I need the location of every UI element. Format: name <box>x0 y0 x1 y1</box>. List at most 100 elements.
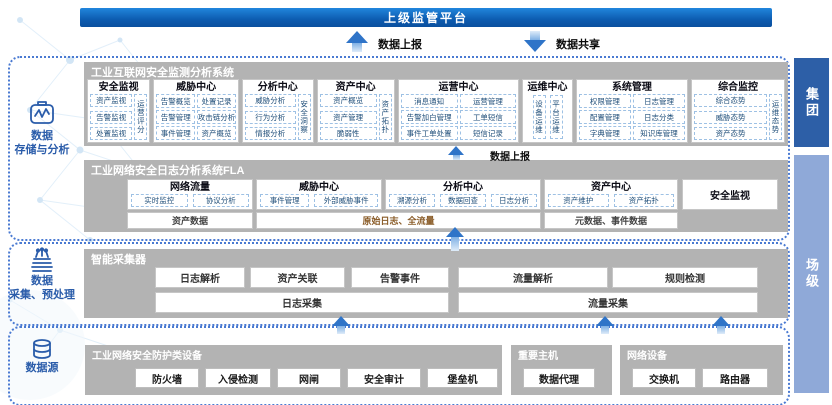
feature-chip: 平台运维 <box>549 95 563 139</box>
fla-module-asset-center: 资产中心 资产维护 资产拓扑 <box>544 179 678 210</box>
collector-cell-log-collect: 日志采集 <box>155 292 449 313</box>
up-arrow-icon <box>332 316 350 334</box>
feature-chip: 资产概览 <box>197 126 236 140</box>
module-threat-center: 威胁中心 告警概览 处置记录 告警管理 攻击链分析 事件管理 资产概览 <box>153 79 239 143</box>
data-report-label: 数据上报 <box>378 39 422 51</box>
module-system-management: 系统管理 权限管理 日志管理 配置管理 日志分类 字典管理 知识库管理 <box>575 79 689 143</box>
feature-chip: 日志分类 <box>632 110 686 124</box>
level-bar-site: 场级 <box>794 155 829 393</box>
monitor-analysis-system: 工业互联网安全监测分析系统 安全监视 资产监视 告警监视 处置监视 运营评分 威… <box>84 62 788 146</box>
feature-chip: 溯源分析 <box>389 194 435 207</box>
feature-chip: 告警概览 <box>156 94 196 108</box>
group-title: 工业网络安全防护类设备 <box>92 351 202 362</box>
device-router: 路由器 <box>702 368 768 388</box>
layer-label-collect: 数据 采集、预处理 <box>9 275 75 301</box>
feature-chip: 行为分析 <box>244 110 296 124</box>
up-arrow-icon <box>712 316 730 334</box>
fla-foot-raw-logs: 原始日志、全流量 <box>256 212 541 229</box>
collector-cell: 流量解析 <box>458 267 608 288</box>
feature-chip: 资产监视 <box>90 94 133 107</box>
group-title: 重要主机 <box>518 351 558 362</box>
feature-chip: 设备运维 <box>532 95 546 139</box>
system-title: 智能采集器 <box>91 254 146 266</box>
data-share-label: 数据共享 <box>556 39 600 51</box>
device-security-audit: 安全审计 <box>347 368 421 388</box>
fla-module-security-watch: 安全监视 <box>682 179 778 210</box>
feature-chip: 告警监视 <box>90 110 133 124</box>
important-hosts-group: 重要主机 数据代理 <box>511 345 612 395</box>
data-report-label: 数据上报 <box>490 152 530 163</box>
collector-cell: 告警事件 <box>351 267 449 288</box>
feature-chip: 威胁分析 <box>244 94 296 107</box>
feature-chip: 知识库管理 <box>632 126 686 140</box>
layer-storage-analysis <box>8 56 790 241</box>
system-title: 工业网络安全日志分析系统FLA <box>91 165 245 177</box>
feature-chip: 威胁态势 <box>694 110 767 124</box>
feature-chip: 字典管理 <box>578 126 631 140</box>
feature-chip: 运维态势 <box>769 94 782 140</box>
fla-module-network-traffic: 网络流量 实时监控 协议分析 <box>127 179 253 210</box>
top-platform-banner: 上级监管平台 <box>80 8 772 27</box>
feature-chip: 日志管理 <box>632 94 686 108</box>
module-comprehensive-monitor: 综合监控 综合态势 威胁态势 资产态势 运维态势 <box>691 79 785 143</box>
device-network-gate: 网闸 <box>277 368 341 388</box>
fla-module-threat-center: 威胁中心 事件管理 外部威胁事件 <box>256 179 382 210</box>
device-firewall: 防火墙 <box>135 368 199 388</box>
network-devices-group: 网络设备 交换机 路由器 <box>620 345 783 395</box>
module-security-watch: 安全监视 资产监视 告警监视 处置监视 运营评分 <box>87 79 151 143</box>
feature-chip: 事件管理 <box>156 126 196 140</box>
feature-chip: 工单短信 <box>459 110 517 124</box>
feature-chip: 处置监视 <box>90 127 133 140</box>
feature-chip: 资产拓扑 <box>378 94 392 140</box>
fla-module-analysis-center: 分析中心 溯源分析 数据回查 日志分析 <box>385 179 541 210</box>
layer-label-storage: 数据 存储与分析 <box>14 130 70 156</box>
feature-chip: 日志分析 <box>491 194 537 207</box>
feature-chip: 事件工单处置 <box>400 126 458 140</box>
top-platform-title: 上级监管平台 <box>383 11 468 25</box>
fla-foot-meta-event-data: 元数据、事件数据 <box>544 212 678 229</box>
device-intrusion-detection: 入侵检测 <box>205 368 271 388</box>
collector-cell: 日志解析 <box>155 267 245 288</box>
feature-chip: 脆弱性 <box>319 127 377 140</box>
feature-chip: 资产态势 <box>694 127 767 140</box>
feature-chip: 综合态势 <box>694 94 767 107</box>
up-arrow-icon <box>346 31 368 52</box>
up-arrow-icon <box>448 146 464 160</box>
module-asset-center: 资产中心 资产概览 资产管理 脆弱性 资产拓扑 <box>316 79 395 143</box>
layer-collect-preprocess <box>8 242 790 326</box>
storage-analytics-icon <box>4 98 80 128</box>
device-switch: 交换机 <box>632 368 696 388</box>
module-operation-center: 运营中心 消息通知 运营管理 告警加白管理 工单短信 事件工单处置 短信记录 <box>397 79 520 143</box>
feature-chip: 消息通知 <box>400 94 458 108</box>
feature-chip: 资产维护 <box>548 194 609 207</box>
feature-chip: 事件管理 <box>260 194 310 207</box>
feature-chip: 权限管理 <box>578 94 631 108</box>
feature-chip: 安全洞察 <box>297 94 311 140</box>
collector-cell: 资产关联 <box>250 267 345 288</box>
collector-icon <box>4 247 80 275</box>
group-title: 网络设备 <box>627 351 667 362</box>
device-bastion-host: 堡垒机 <box>427 368 498 388</box>
feature-chip: 外部威胁事件 <box>314 194 378 207</box>
feature-chip: 告警管理 <box>156 110 196 124</box>
fla-foot-asset-data: 资产数据 <box>127 212 253 229</box>
feature-chip: 短信记录 <box>459 126 517 140</box>
feature-chip: 实时监控 <box>131 194 188 207</box>
feature-chip: 数据回查 <box>440 194 486 207</box>
level-bar-group: 集团 <box>794 58 829 147</box>
feature-chip: 告警加白管理 <box>400 110 458 124</box>
device-data-agent: 数据代理 <box>523 368 595 388</box>
feature-chip: 运营评分 <box>134 94 148 140</box>
module-analysis-center: 分析中心 威胁分析 行为分析 情报分析 安全洞察 <box>241 79 314 143</box>
feature-chip: 资产概览 <box>319 94 377 107</box>
feature-chip: 运营管理 <box>459 94 517 108</box>
feature-chip: 处置记录 <box>197 94 236 108</box>
feature-chip: 配置管理 <box>578 110 631 124</box>
module-row: 安全监视 资产监视 告警监视 处置监视 运营评分 威胁中心 告警概览 处置记录 … <box>87 79 785 143</box>
down-arrow-icon <box>524 31 546 52</box>
feature-chip: 协议分析 <box>192 194 249 207</box>
feature-chip: 资产管理 <box>319 110 377 124</box>
layer-label-source: 数据源 <box>25 362 59 374</box>
up-arrow-icon <box>596 316 614 334</box>
